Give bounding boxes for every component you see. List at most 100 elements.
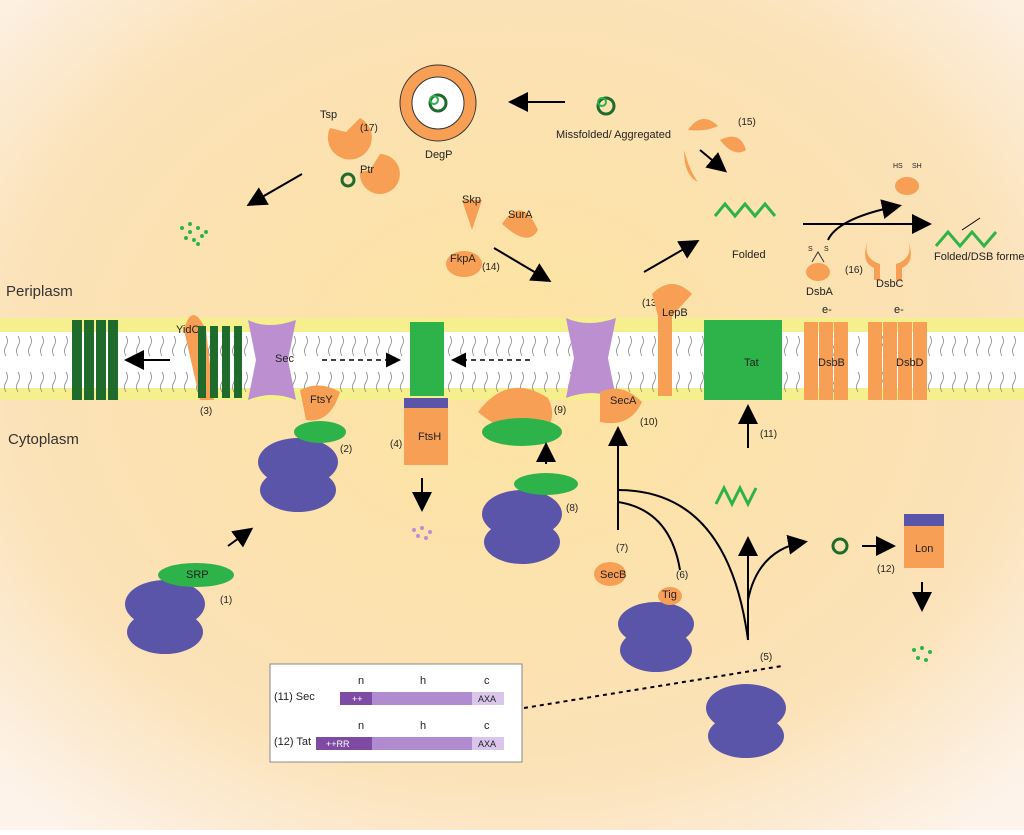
degp-complex [399,64,477,142]
membrane-protein-ftsh [410,322,444,396]
sec-translocon-left [248,320,296,400]
num-3: (3) [200,406,212,417]
reduced-dsba [895,177,919,195]
num-14: (14) [482,262,500,273]
num-11: (11) [760,429,777,440]
pathway-curve-seca [617,489,749,641]
ftsy-receptor [300,385,340,421]
folded-dsb-label: Folded/DSB formed [934,251,1024,263]
dsba-oxidized [806,251,830,281]
sura-label: SurA [508,209,533,221]
dsbb-label: DsbB [818,357,845,369]
peptide-fragments-icon [180,222,208,246]
lepb-label: LepB [662,307,688,319]
num-2: (2) [340,444,352,455]
legend-pointer [523,665,783,709]
periplasm-label: Periplasm [6,283,73,300]
integral-membrane-protein-left [72,320,118,400]
ftsh-label: FtsH [418,431,441,443]
skp-chaperone [462,200,482,230]
seca-atpase [600,388,642,424]
legend-sec-label: (11) Sec [274,691,315,703]
s1-label: S [808,246,813,253]
yidc-label: YidC [176,324,199,336]
e1-label: e- [822,304,832,316]
pathway-curve-tig [617,501,681,571]
num-16: (16) [845,265,863,276]
folded-label: Folded [732,249,766,261]
tat-substrate-icon [714,484,758,508]
legend-tat-n-text: ++RR [326,739,350,749]
tig-label: Tig [662,589,677,601]
num-7: (7) [616,543,628,554]
secb-chaperone [594,562,626,586]
ribosome-seca [482,473,578,564]
tat-label: Tat [744,357,759,369]
legend-sec-c: c [484,675,490,687]
num-4: (4) [390,439,402,450]
ribosome-tig [618,587,694,672]
num-8: (8) [566,503,578,514]
ribosome-ftsy [258,421,346,512]
e2-label: e- [894,304,904,316]
tsp-protease [327,118,372,160]
legend-tat-h: h [420,720,426,732]
seca-sec-complex [478,387,562,446]
ptr-protease [340,154,400,194]
dsba-label: DsbA [806,286,834,298]
arrow-to-lon-substrate [747,534,808,601]
s2-label: S [824,246,829,253]
arrow-to-sec [493,247,552,283]
num-17: (17) [360,123,378,134]
arrow-15 [699,149,728,173]
num-5: (5) [760,652,772,663]
num-13: (13) [642,298,660,309]
num-10: (10) [640,417,658,428]
tat-translocon [704,320,782,400]
ftsh-protease [404,398,448,465]
num-12: (12) [877,564,895,575]
skp-label: Skp [462,194,481,206]
peptide-fragments-lon [912,646,932,662]
tsp-label: Tsp [320,109,337,121]
num-15: (15) [738,117,756,128]
dsbd-oxidoreductase [868,322,927,400]
lon-protease [904,514,944,568]
degp-label: DegP [425,149,453,161]
ptr-label: Ptr [360,164,374,176]
sura-chaperone [502,210,538,238]
legend-tat-c: c [484,720,490,732]
dsbd-label: DsbD [896,357,924,369]
arrow-srp [227,527,254,548]
legend-tat-c-text: AXA [478,739,496,749]
lon-label: Lon [915,543,933,555]
integral-membrane-protein-yidc [198,326,242,398]
seca-label: SecA [610,395,637,407]
hs-label: HS [893,163,903,170]
aggregate-lon-icon [831,537,849,555]
arrow-to-folded [643,240,700,273]
folded-protein-icon [713,201,777,219]
ribosome-srp [125,563,234,654]
legend-sec-n-text: ++ [352,694,363,704]
legend-tat-n: n [358,720,364,732]
num-9: (9) [554,405,566,416]
arrow-to-fragments [246,173,303,206]
dsbc-dimer [865,240,911,280]
srp-label: SRP [186,569,209,581]
folded-dsb-protein-icon [934,229,998,249]
misfolded-label: Missfolded/ Aggregated [556,129,671,141]
dsbb-oxidoreductase [804,322,848,400]
num-1: (1) [220,595,232,606]
ftsy-label: FtsY [310,394,333,406]
arrow-reduced-dsba [827,199,902,241]
secb-label: SecB [600,569,626,581]
legend-sec-c-text: AXA [478,694,496,704]
peptide-fragments-ftsh [412,526,432,540]
lepb-peptidase [652,284,692,396]
dsbc-label: DsbC [876,278,904,290]
legend-sec-n: n [358,675,364,687]
signal-peptide-legend: (11) Sec n h c ++ AXA (12) Tat n h c ++R… [269,663,523,763]
cytoplasm-label: Cytoplasm [8,431,79,448]
